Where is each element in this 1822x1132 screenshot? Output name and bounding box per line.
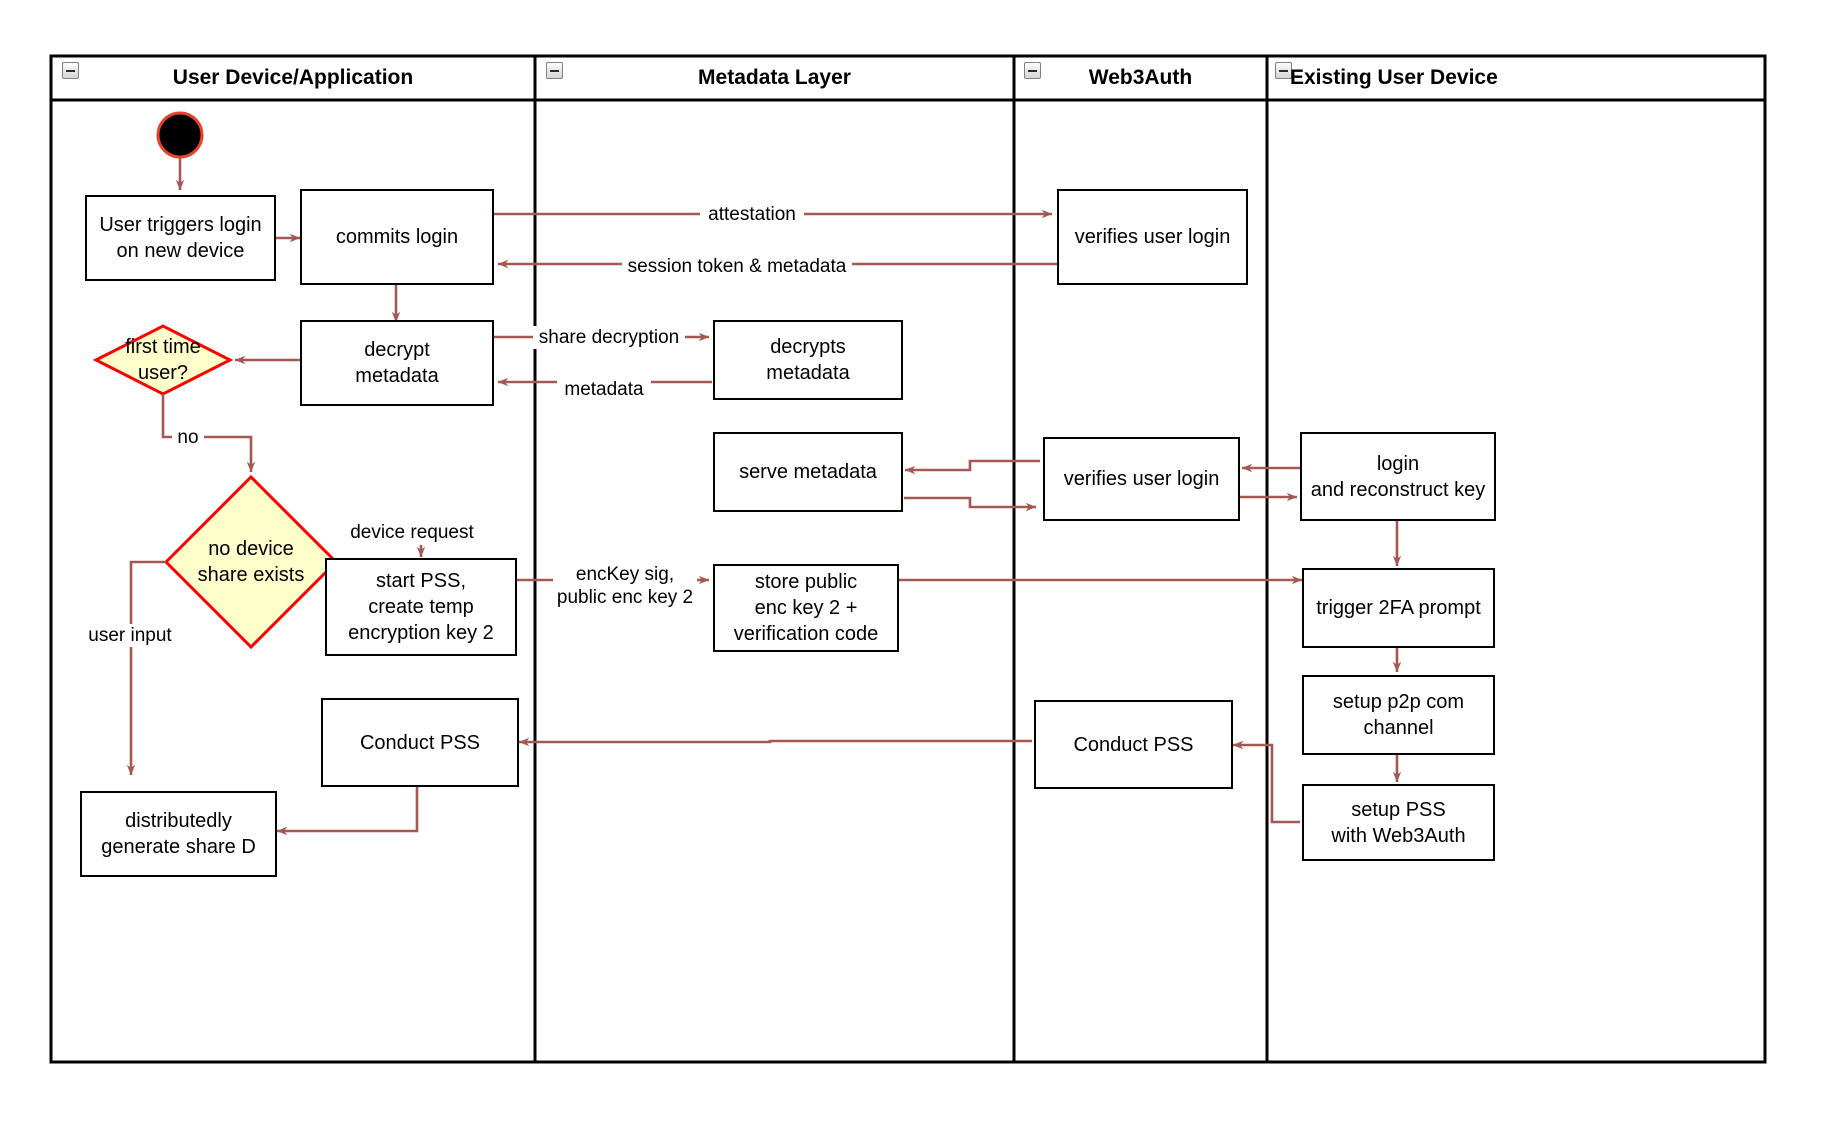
node-serve-metadata[interactable]: serve metadata — [713, 432, 903, 512]
collapse-minus-icon-web3auth[interactable] — [1024, 62, 1041, 79]
edge-label-device-request: device request — [344, 521, 480, 544]
node-setup-p2p-com-channel[interactable]: setup p2p com channel — [1302, 675, 1495, 755]
edge-label-no: no — [172, 426, 204, 449]
edge-label-metadata: metadata — [557, 378, 651, 401]
node-user-triggers-login[interactable]: User triggers login on new device — [85, 195, 276, 281]
node-decrypt-metadata[interactable]: decrypt metadata — [300, 320, 494, 406]
collapse-minus-icon-existing-device[interactable] — [1275, 62, 1292, 79]
node-conduct-pss-web3auth[interactable]: Conduct PSS — [1034, 700, 1233, 789]
edge-label-enckey-sig: encKey sig, public enc key 2 — [553, 563, 697, 609]
node-start-pss-create-temp-key[interactable]: start PSS, create temp encryption key 2 — [325, 558, 517, 656]
lane-title-existing-device: Existing User Device — [1290, 66, 1498, 89]
node-store-public-enc-key[interactable]: store public enc key 2 + verification co… — [713, 564, 899, 652]
node-decrypts-metadata[interactable]: decrypts metadata — [713, 320, 903, 400]
node-conduct-pss-user[interactable]: Conduct PSS — [321, 698, 519, 787]
collapse-minus-icon-metadata[interactable] — [546, 62, 563, 79]
node-distributedly-generate-share-d[interactable]: distributedly generate share D — [80, 791, 277, 877]
node-login-and-reconstruct-key[interactable]: login and reconstruct key — [1300, 432, 1496, 521]
collapse-minus-icon-user-device[interactable] — [62, 62, 79, 79]
node-commits-login[interactable]: commits login — [300, 189, 494, 285]
node-verifies-user-login-1[interactable]: verifies user login — [1057, 189, 1248, 285]
decision-no-device-share-exists — [163, 474, 339, 650]
node-verifies-user-login-2[interactable]: verifies user login — [1043, 437, 1240, 521]
node-setup-pss-with-web3auth[interactable]: setup PSS with Web3Auth — [1302, 784, 1495, 861]
lane-title-user-device: User Device/Application — [172, 66, 414, 89]
edge-label-session-token-metadata: session token & metadata — [622, 255, 852, 278]
lane-title-metadata: Metadata Layer — [698, 66, 851, 89]
start-node — [156, 111, 204, 159]
decision-first-time-user — [92, 324, 234, 396]
lane-title-web3auth: Web3Auth — [1088, 66, 1193, 89]
edge-label-attestation: attestation — [700, 203, 804, 226]
edge-label-share-decryption: share decryption — [533, 326, 685, 349]
edge-label-user-input: user input — [78, 624, 182, 647]
node-trigger-2fa-prompt[interactable]: trigger 2FA prompt — [1302, 568, 1495, 648]
swimlane-frame — [49, 54, 1767, 1064]
